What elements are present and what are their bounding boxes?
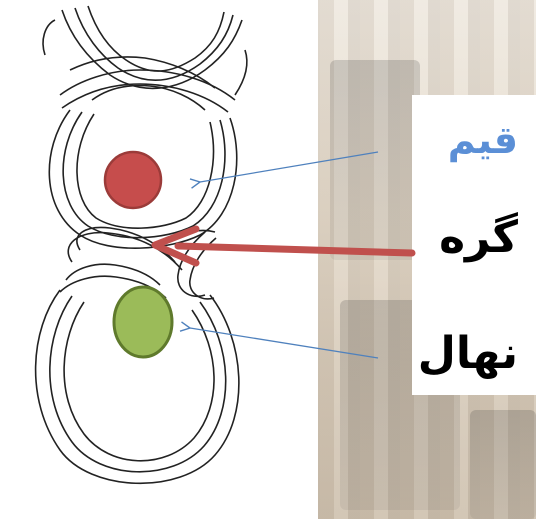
seedling-marker-ellipse — [114, 287, 172, 357]
top-twist-rope — [43, 6, 247, 112]
seedling-pointer-arrow — [190, 328, 378, 358]
label-knot: گره — [439, 212, 518, 263]
rope-pointer-arrow — [200, 152, 378, 182]
stake-marker-circle — [105, 152, 161, 208]
knot-pointer-arrow — [155, 229, 412, 263]
label-rope: قیم — [448, 118, 518, 162]
label-seedling: نهال — [418, 328, 518, 379]
